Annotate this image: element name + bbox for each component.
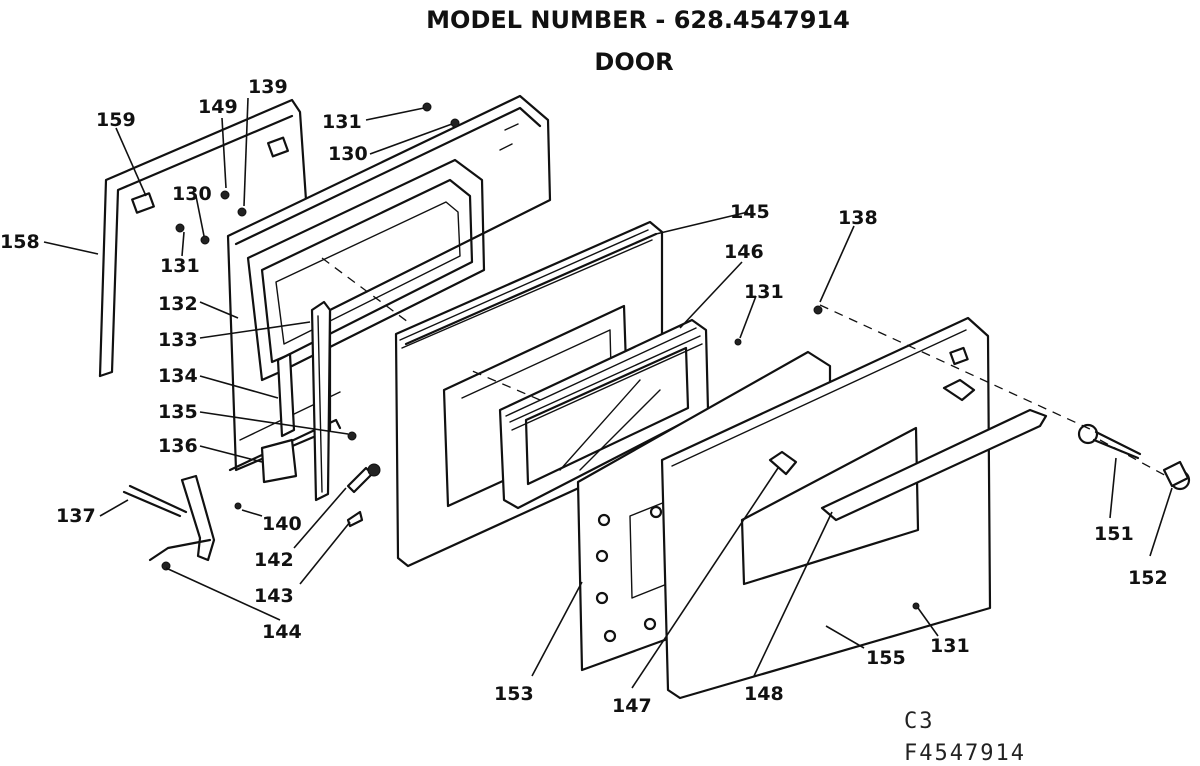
callout-146: 146 (724, 241, 764, 263)
callout-151: 151 (1094, 523, 1134, 545)
callout-133: 133 (158, 329, 198, 351)
hinge-assembly (260, 352, 357, 484)
callout-153: 153 (494, 683, 534, 705)
callout-130-left: 130 (172, 183, 212, 205)
hinge-part-133 (310, 300, 332, 502)
callout-158: 158 (0, 231, 40, 253)
callout-148: 148 (744, 683, 784, 705)
door-latch-parts (122, 463, 381, 571)
leader-lines (43, 97, 1173, 689)
callout-138: 138 (838, 207, 878, 229)
assembly-guide-lines (321, 257, 1171, 479)
callout-131-bottom: 131 (930, 635, 970, 657)
footer-code-c3: C3 (904, 709, 935, 734)
callout-152: 152 (1128, 567, 1168, 589)
small-hardware-top (175, 102, 460, 245)
callout-145: 145 (730, 201, 770, 223)
callout-155: 155 (866, 647, 906, 669)
callout-132: 132 (158, 293, 198, 315)
callout-131-mid: 131 (744, 281, 784, 303)
callout-149: 149 (198, 96, 238, 118)
callout-142: 142 (254, 549, 294, 571)
callout-140: 140 (262, 513, 302, 535)
callout-labels: 159 149 139 131 130 130 158 131 132 133 … (0, 76, 1168, 717)
callout-144: 144 (262, 621, 302, 643)
handle-148 (768, 408, 1048, 522)
callout-135: 135 (158, 401, 198, 423)
callout-134: 134 (158, 365, 198, 387)
callout-137: 137 (56, 505, 96, 527)
footer-code-part: F4547914 (904, 741, 1026, 766)
door-gasket-158 (98, 98, 308, 378)
model-number-title: MODEL NUMBER - 628.4547914 (426, 6, 850, 34)
knob-assembly (734, 305, 1191, 610)
section-title: DOOR (594, 48, 673, 76)
callout-136: 136 (158, 435, 198, 457)
callout-130-top: 130 (328, 143, 368, 165)
callout-143: 143 (254, 585, 294, 607)
callout-139: 139 (248, 76, 288, 98)
callout-131-left: 131 (160, 255, 200, 277)
callout-159: 159 (96, 109, 136, 131)
callout-147: 147 (612, 695, 652, 717)
callout-131-top: 131 (322, 111, 362, 133)
